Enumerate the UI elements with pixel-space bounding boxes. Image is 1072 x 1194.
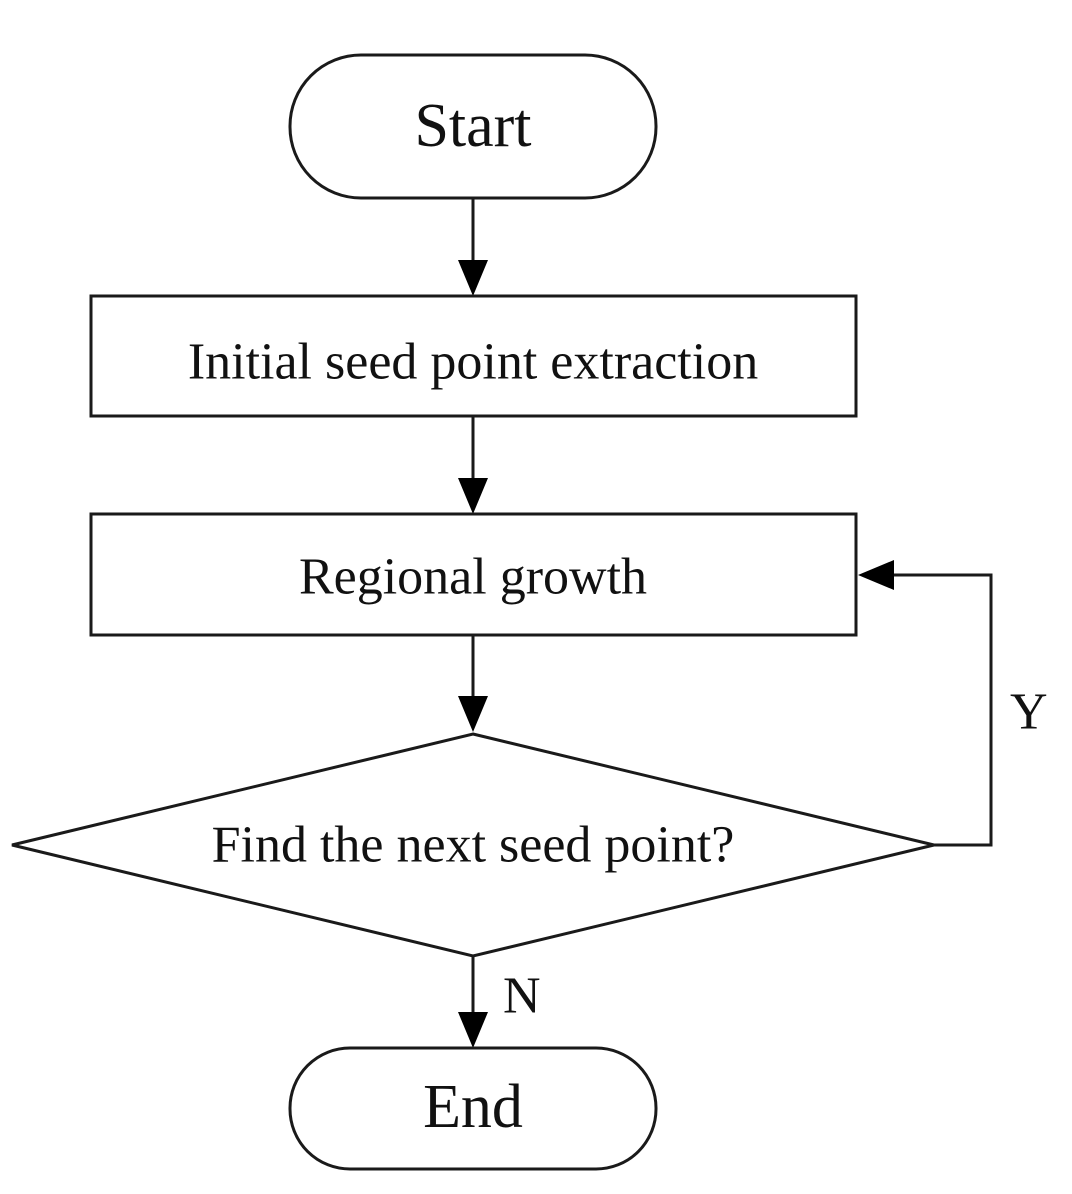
edge-start-to-extraction [458,198,488,296]
arrow-head [858,560,894,590]
arrow-head [458,478,488,514]
edge-label-yes: Y [1010,684,1048,741]
arrow-head [458,1012,488,1048]
regional-growth-label: Regional growth [299,549,647,606]
start-node-label: Start [414,92,531,160]
decision-node: Find the next seed point? [11,732,935,958]
edge-decision-no: N [458,956,541,1048]
start-node: Start [288,53,658,200]
decision-label: Find the next seed point? [212,817,735,874]
seed-extraction-node: Initial seed point extraction [89,294,858,418]
end-node: End [288,1046,658,1171]
arrow-head [458,260,488,296]
regional-growth-node: Regional growth [89,512,858,637]
end-node-label: End [423,1073,523,1141]
edge-line [892,573,993,847]
edge-label-no: N [503,968,541,1025]
seed-extraction-label: Initial seed point extraction [188,334,758,391]
edge-decision-yes-loop: Y [858,560,1048,847]
end-node-shape [288,1046,658,1171]
arrow-head [458,696,488,732]
edge-extraction-to-growth [458,416,488,514]
edge-growth-to-decision [458,635,488,732]
seed-extraction-shape [89,294,858,418]
